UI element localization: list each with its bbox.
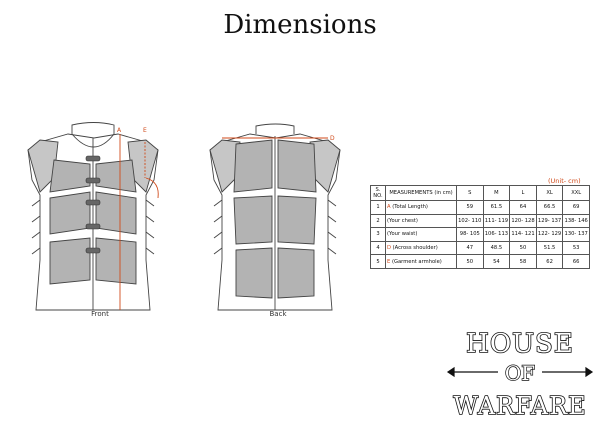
cell-m: 111- 119: [482, 213, 511, 229]
cell-xl: 62: [535, 254, 564, 269]
table-row: 1 A (Total Length) 59 61.5 64 66.5 69: [370, 200, 590, 215]
cell-m: 48.5: [482, 240, 511, 256]
header-xl: XL: [535, 185, 564, 201]
cell-s: 59: [456, 200, 484, 215]
row-number: 4: [370, 240, 386, 256]
row-letter: D: [387, 245, 391, 252]
unit-note: (Unit- cm): [548, 177, 581, 185]
logo-line1: HOUSE: [466, 329, 574, 359]
cell-xl: 122- 129: [535, 227, 564, 242]
cell-s: 102- 110: [456, 213, 484, 229]
measurement-table: S. NO. MEASUREMENTS (in cm) S M L XL XXL…: [370, 185, 590, 269]
cell-xxl: 69: [562, 200, 590, 215]
row-letter: A: [387, 204, 391, 211]
row-letter: E: [387, 258, 391, 265]
page-title: Dimensions: [223, 10, 377, 40]
marker-d: D: [330, 135, 335, 142]
cell-m: 54: [482, 254, 511, 269]
cell-xxl: 66: [562, 254, 590, 269]
cell-l: 58: [509, 254, 537, 269]
row-measurement: E (Garment armhole): [385, 254, 457, 269]
table-row: 5 E (Garment armhole) 50 54 58 62 66: [370, 254, 590, 269]
cell-m: 106- 113: [482, 227, 511, 242]
row-measurement: D (Across shoulder): [385, 240, 457, 256]
row-label: (Your waist): [387, 231, 418, 238]
row-number: 3: [370, 227, 386, 242]
cell-xxl: 138- 146: [562, 213, 590, 229]
header-sno: S. NO.: [370, 185, 386, 201]
row-number: 5: [370, 254, 386, 269]
cell-l: 64: [509, 200, 537, 215]
header-s: S: [456, 185, 484, 201]
row-number: 2: [370, 213, 386, 229]
cell-s: 47: [456, 240, 484, 256]
cell-xxl: 130- 137: [562, 227, 590, 242]
back-caption: Back: [269, 310, 287, 318]
cell-xl: 66.5: [535, 200, 564, 215]
marker-a: A: [117, 127, 122, 134]
cell-s: 98- 105: [456, 227, 484, 242]
cell-l: 50: [509, 240, 537, 256]
vest-back-illustration: D: [209, 123, 341, 311]
cell-xl: 129- 137: [535, 213, 564, 229]
front-caption: Front: [91, 310, 109, 318]
row-measurement: A (Total Length): [385, 200, 457, 215]
row-measurement: (Your waist): [385, 227, 457, 242]
table-header-row: S. NO. MEASUREMENTS (in cm) S M L XL XXL: [370, 185, 590, 201]
row-label: (Garment armhole): [391, 258, 442, 265]
cell-s: 50: [456, 254, 484, 269]
row-label: (Total Length): [392, 204, 428, 211]
header-xxl: XXL: [562, 185, 590, 201]
logo-line3: WARFARE: [453, 392, 586, 420]
table-row: 3 (Your waist) 98- 105 106- 113 114- 121…: [370, 227, 590, 242]
cell-m: 61.5: [482, 200, 511, 215]
cell-xxl: 53: [562, 240, 590, 256]
vest-front-illustration: A E: [27, 122, 159, 311]
cell-l: 114- 121: [509, 227, 537, 242]
house-of-warfare-logo: HOUSE OF WARFARE: [446, 328, 594, 421]
row-number: 1: [370, 200, 386, 215]
cell-l: 120- 128: [509, 213, 537, 229]
header-m: M: [482, 185, 511, 201]
cell-xl: 51.5: [535, 240, 564, 256]
row-label: (Across shoulder): [392, 245, 438, 252]
row-label: (Your chest): [387, 217, 418, 224]
marker-e: E: [143, 127, 147, 134]
header-measurements: MEASUREMENTS (in cm): [385, 185, 457, 201]
logo-line2: OF: [505, 361, 535, 385]
row-measurement: (Your chest): [385, 213, 457, 229]
table-row: 4 D (Across shoulder) 47 48.5 50 51.5 53: [370, 240, 590, 256]
table-row: 2 (Your chest) 102- 110 111- 119 120- 12…: [370, 213, 590, 229]
header-l: L: [509, 185, 537, 201]
